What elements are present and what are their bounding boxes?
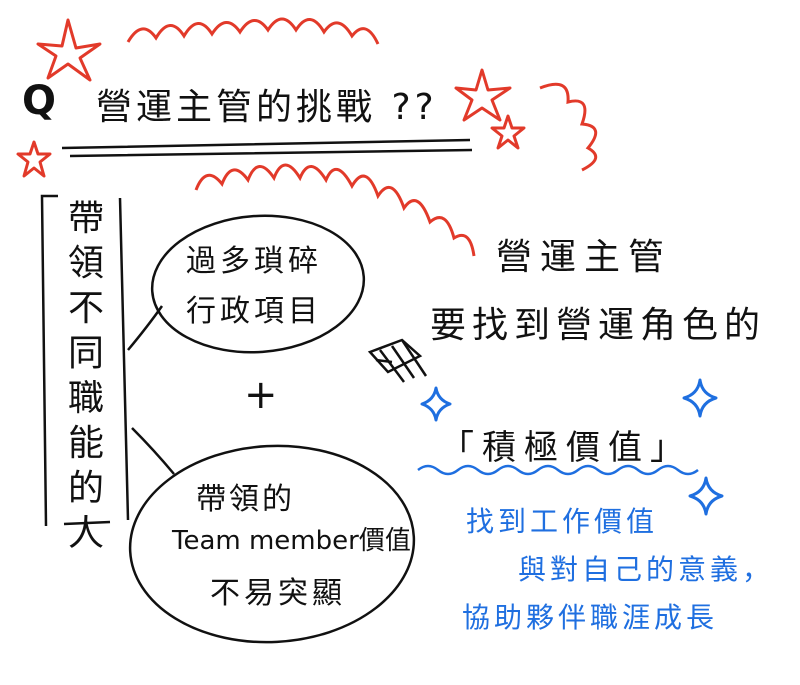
- challenge-1-line-1: 過多瑣碎: [186, 244, 322, 279]
- sparkle-icon: [420, 386, 452, 422]
- left-bracket: [40, 194, 130, 527]
- title-underline: [61, 138, 473, 158]
- challenge-2-line-3: 不易突顯: [210, 576, 346, 611]
- burst-right: [539, 82, 598, 172]
- burst-top: [126, 17, 380, 45]
- challenge-2-line-2: Team member價值: [172, 526, 411, 556]
- star-icon: [36, 18, 102, 82]
- blue-note-line-2: 與對自己的意義，: [518, 553, 775, 586]
- page-title: 營運主管的挑戰 ??: [96, 87, 438, 128]
- connector-lower: [131, 427, 175, 475]
- blue-note-line-1: 找到工作價值: [466, 505, 659, 538]
- star-icon: [16, 140, 52, 178]
- plus-sign: +: [244, 372, 278, 418]
- left-column-label: 帶領不同職能的人: [67, 198, 104, 554]
- star-icon: [454, 68, 512, 122]
- sparkle-icon: [682, 378, 718, 418]
- challenge-2-line-1: 帶領的: [196, 482, 295, 517]
- pencil-icon: [367, 338, 428, 383]
- burst-bottom: [194, 163, 476, 257]
- answer-line-1: 營運主管: [496, 237, 673, 278]
- blue-note-line-3: 協助夥伴職涯成長: [462, 601, 719, 634]
- challenge-2-bubble: [128, 444, 416, 644]
- answer-highlight: 「積極價值」: [440, 428, 692, 468]
- q-mark-icon: Q: [22, 78, 57, 124]
- sparkle-icon: [688, 476, 724, 516]
- challenge-1-bubble: [150, 214, 366, 354]
- highlight-wave: [417, 464, 699, 476]
- star-icon: [490, 114, 526, 150]
- connector-upper: [127, 305, 164, 351]
- challenge-1-line-2: 行政項目: [186, 294, 322, 329]
- answer-line-2: 要找到營運角色的: [430, 305, 767, 346]
